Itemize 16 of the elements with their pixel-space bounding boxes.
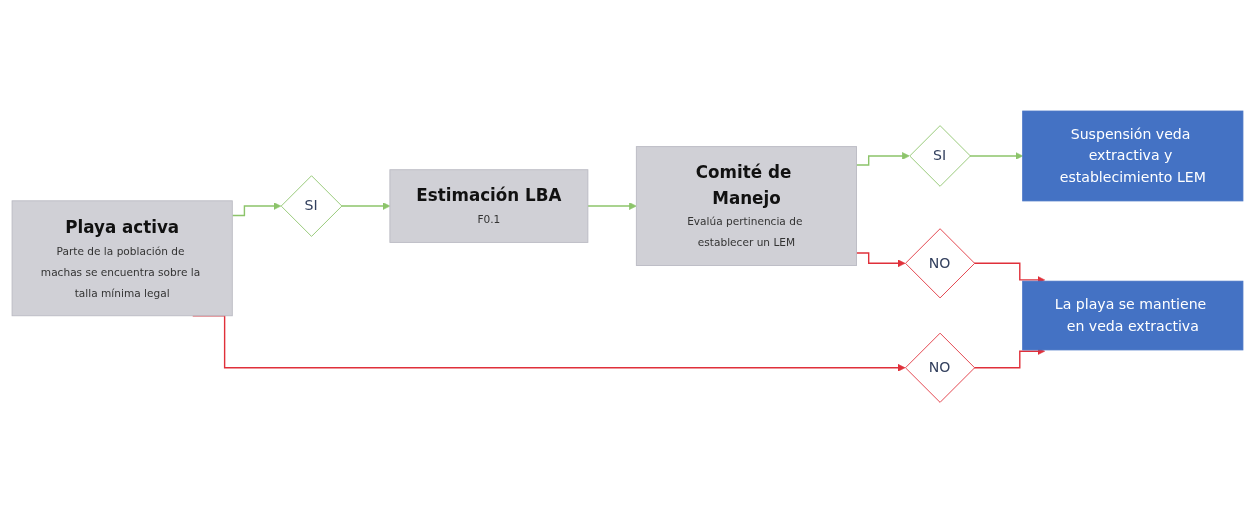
arrow [340,202,391,211]
node-diamond: NO [905,228,976,299]
node-box: La playa se mantiene en veda extractiva [1022,281,1244,351]
arrow [231,202,282,217]
node-box: Suspensión veda extractiva y establecimiento LEM [1022,110,1244,202]
arrow [969,152,1024,161]
node-diamond: SI [909,125,971,188]
arrow [973,347,1045,369]
node-box: Comité de Manejo Evalúa pertinencia de establecer un LEM [635,146,857,267]
arrow [587,202,637,211]
node-diamond: NO [905,333,976,404]
arrow [855,152,910,166]
node-diamond: SI [280,175,343,238]
node-box: Playa activa Parte de la población de machas se encuentra sobre la talla mínima legal [11,200,233,317]
arrow [855,252,906,268]
node-box: Estimación LBA F0.1 [389,169,589,244]
